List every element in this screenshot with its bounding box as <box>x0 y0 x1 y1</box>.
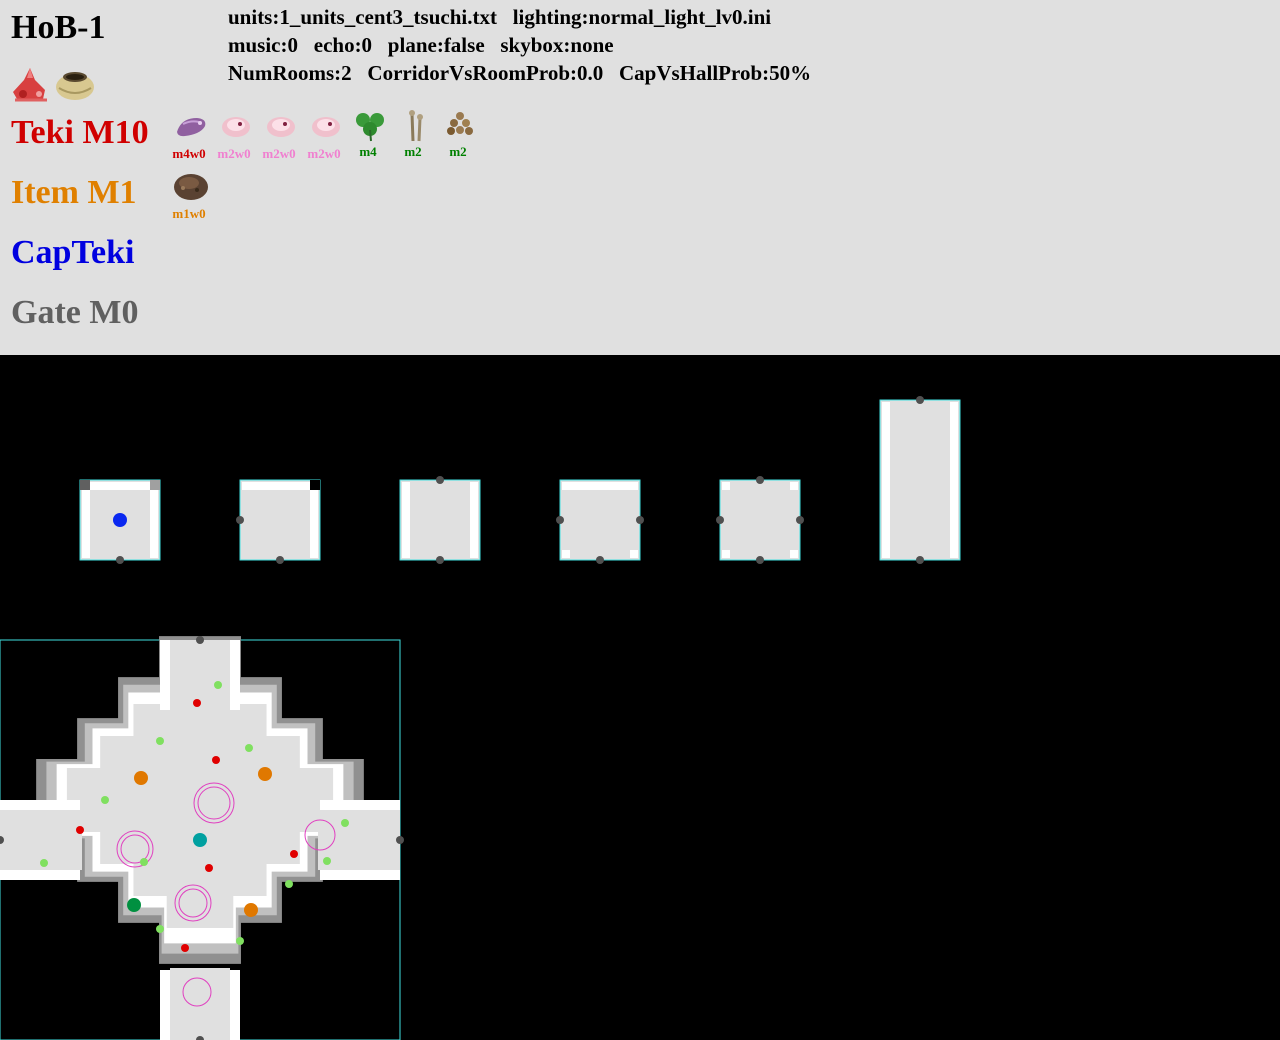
door-marker <box>756 556 764 564</box>
cave-room-cross <box>0 636 404 1040</box>
gate-count-label: Gate M0 <box>11 294 139 331</box>
spawn-ring <box>182 977 212 1007</box>
seed-cluster-icon <box>447 112 473 135</box>
hole-spawn-point <box>127 898 141 912</box>
capteki-label: CapTeki <box>11 234 135 271</box>
twig-sprout-icon <box>409 110 423 142</box>
teki-weight-label: m4w0 <box>172 146 206 161</box>
door-marker <box>916 556 924 564</box>
teki-entry: m2 <box>438 108 478 162</box>
teki-weight-label: m2w0 <box>262 146 296 161</box>
item-entry: m1w0 <box>169 170 209 224</box>
door-marker <box>796 516 804 524</box>
item-count-label: Item M1 <box>11 174 137 211</box>
spawn-ring <box>174 884 212 922</box>
info-line-music-echo: music:0 echo:0 plane:false skybox:none <box>228 33 614 57</box>
door-marker <box>236 516 244 524</box>
cave-unit-corner <box>236 479 321 564</box>
door-marker <box>0 836 4 844</box>
spawn-ring <box>193 782 235 824</box>
teki-entry: m2w0 <box>304 110 344 164</box>
door-marker <box>196 1036 204 1040</box>
cave-unit-cross <box>716 476 804 564</box>
teki-weight-label: m2w0 <box>217 146 251 161</box>
teki-entry: m2w0 <box>214 110 254 164</box>
clover-plant-icon <box>356 113 384 142</box>
spawn-ring <box>304 819 336 851</box>
teki-entry: m2w0 <box>259 110 299 164</box>
teki-count-label: Teki M10 <box>11 114 149 151</box>
purple-sweet-potato-icon <box>177 118 206 137</box>
teki-entry: m4 <box>348 108 388 162</box>
door-marker <box>596 556 604 564</box>
cave-unit-cap <box>79 479 161 564</box>
red-fruit-treasure-icon <box>13 68 47 102</box>
door-marker <box>756 476 764 484</box>
ship-spawn-point <box>193 833 207 847</box>
door-marker <box>436 556 444 564</box>
cave-unit-straight <box>399 476 481 564</box>
spawn-ring <box>116 830 154 868</box>
info-line-room-probabilities: NumRooms:2 CorridorVsRoomProb:0.0 CapVsH… <box>228 61 812 85</box>
door-marker <box>196 636 204 644</box>
teki-spawn-point <box>193 699 201 707</box>
door-marker <box>116 556 124 564</box>
pink-bulborb-larva-icon <box>267 117 295 137</box>
door-marker <box>436 476 444 484</box>
teki-weight-label: m2 <box>449 144 467 159</box>
door-marker <box>716 516 724 524</box>
cave-unit-tee <box>556 479 644 564</box>
door-marker <box>396 836 404 844</box>
pink-bulborb-larva-icon <box>222 117 250 137</box>
teki-weight-label: m2w0 <box>307 146 341 161</box>
info-line-units-lighting: units:1_units_cent3_tsuchi.txt lighting:… <box>228 5 772 29</box>
door-marker <box>556 516 564 524</box>
cave-unit-long-hall <box>879 396 961 564</box>
item-weight-label: m1w0 <box>172 206 206 221</box>
teki-entry: m4w0 <box>169 110 209 164</box>
item-spawn-point <box>134 771 148 785</box>
door-marker <box>636 516 644 524</box>
plant-spawn-point <box>214 681 222 689</box>
door-marker <box>916 396 924 404</box>
dirt-mound-icon <box>174 174 208 200</box>
door-marker <box>276 556 284 564</box>
teki-entry: m2 <box>393 108 433 162</box>
clay-pot-treasure-icon <box>56 72 94 100</box>
sublevel-info-panel: HoB-1 units:1_units_cent3_tsuchi.txt lig… <box>0 0 1280 355</box>
sublevel-title: HoB-1 <box>11 9 106 46</box>
teki-weight-label: m4 <box>359 144 377 159</box>
cave-unit-map <box>0 355 1280 1040</box>
teki-weight-label: m2 <box>404 144 422 159</box>
capteki-spawn-point <box>113 513 127 527</box>
pink-bulborb-larva-icon <box>312 117 340 137</box>
